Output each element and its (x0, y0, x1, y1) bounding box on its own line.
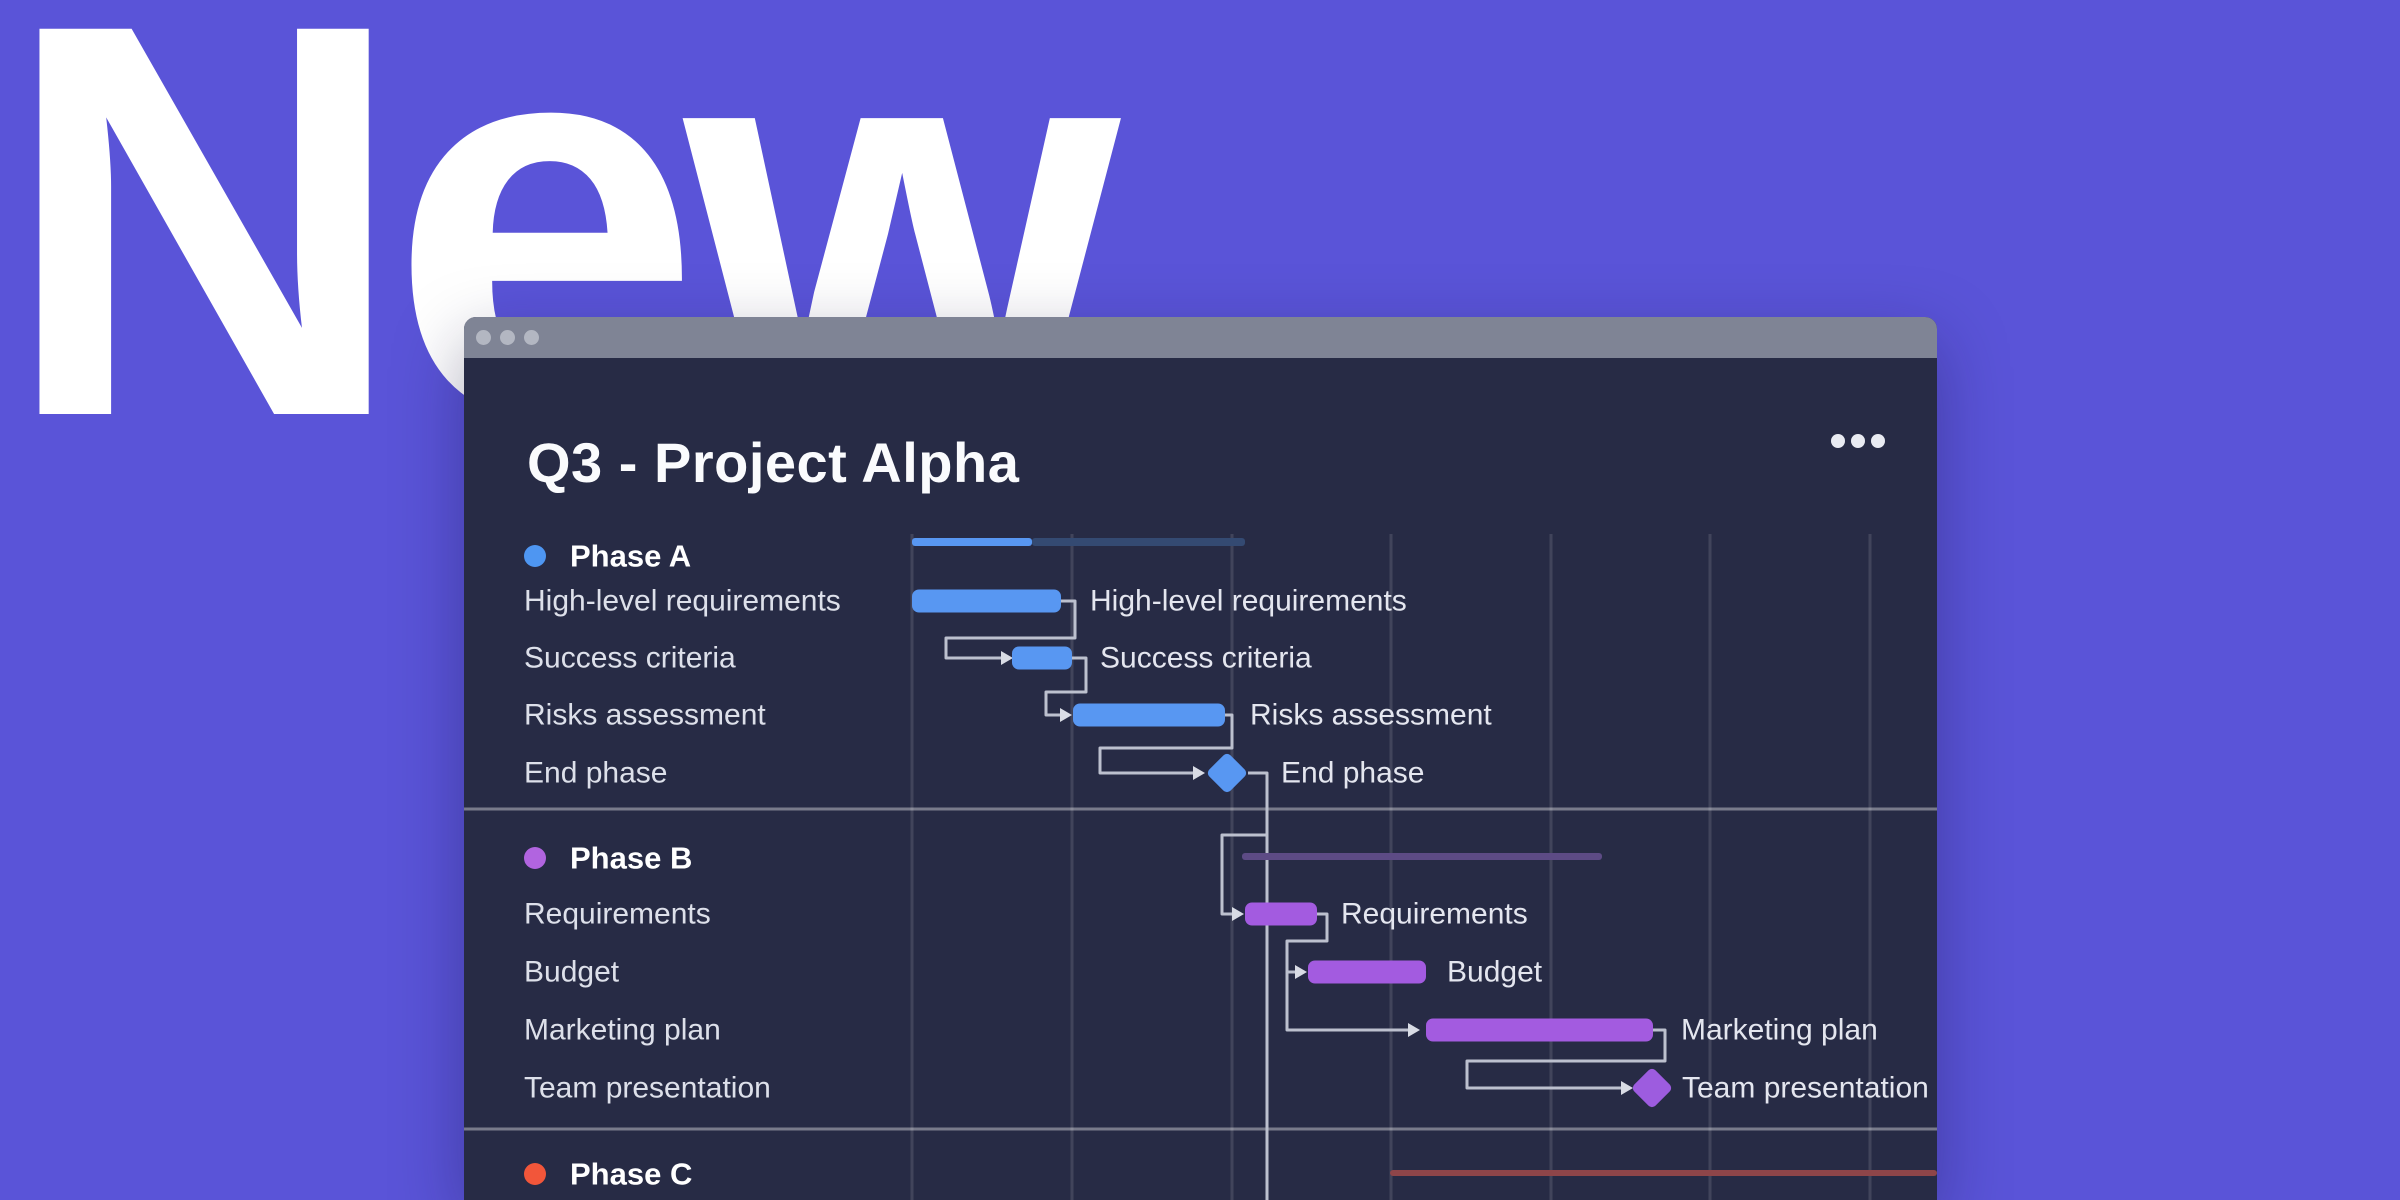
window-control-dot-icon (500, 330, 515, 345)
more-options-button[interactable] (1831, 434, 1885, 448)
ellipsis-icon (1851, 434, 1865, 448)
window-controls (476, 317, 539, 358)
app-window: Q3 - Project Alpha (464, 317, 1937, 1200)
window-control-dot-icon (524, 330, 539, 345)
window-titlebar (464, 317, 1937, 358)
ellipsis-icon (1831, 434, 1845, 448)
page-title: Q3 - Project Alpha (527, 431, 1020, 494)
ellipsis-icon (1871, 434, 1885, 448)
window-control-dot-icon (476, 330, 491, 345)
